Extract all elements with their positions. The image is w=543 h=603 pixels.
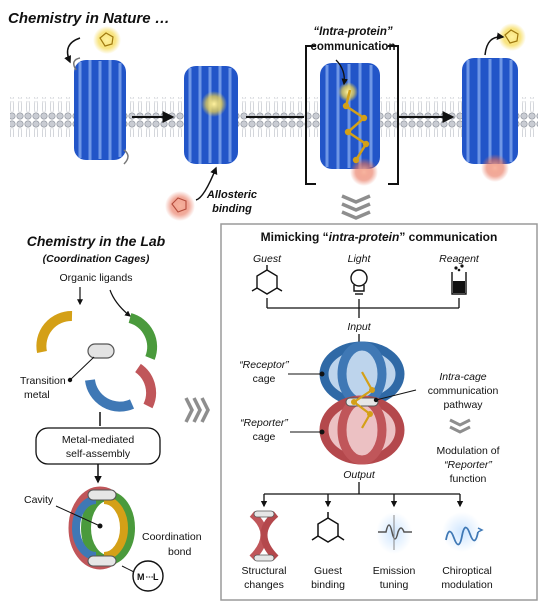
guest-molecule-4 xyxy=(498,23,526,51)
stimulus-reagent-label: Reagent xyxy=(439,253,480,265)
output-3-label-1: Emission xyxy=(373,565,416,577)
guest-molecule-1 xyxy=(93,26,121,54)
stimulus-light-label: Light xyxy=(348,253,372,265)
lab-subtitle: (Coordination Cages) xyxy=(43,253,150,265)
metal-ion xyxy=(87,343,115,359)
receptor-dot xyxy=(319,371,325,377)
intra-arrow xyxy=(335,59,348,86)
output-1-label-2: changes xyxy=(244,579,284,591)
allosteric-molecule-3 xyxy=(350,158,378,186)
mimic-title: Mimicking “intra-protein” communication xyxy=(261,230,498,244)
cavity-label: Cavity xyxy=(24,494,54,506)
nature-title: Chemistry in Nature … xyxy=(8,10,170,27)
coordination-label-2: bond xyxy=(168,546,192,558)
emission-tuning-icon xyxy=(376,512,412,554)
pathway-label-2: communication xyxy=(428,385,499,397)
output-2-label-2: binding xyxy=(311,579,345,591)
coordination-label-1: Coordination xyxy=(142,531,202,543)
modulation-label-3: function xyxy=(450,473,487,485)
allosteric-molecule-4 xyxy=(481,154,509,182)
protein-3 xyxy=(320,63,380,169)
protein-4 xyxy=(462,58,518,164)
small-down-chevrons xyxy=(449,418,471,434)
guest-binding-icon xyxy=(311,512,345,543)
reporter-label-2: cage xyxy=(253,431,276,443)
left-bracket xyxy=(305,45,316,185)
ligand-red xyxy=(134,363,157,409)
guest-molecule-2 xyxy=(201,91,227,117)
bond-l-label: L xyxy=(153,572,159,582)
reagent-beaker-icon xyxy=(451,264,467,295)
ligand-green xyxy=(128,313,158,360)
allosteric-arrow xyxy=(195,166,218,201)
assembly-label-1: Metal-mediated xyxy=(62,434,135,446)
assembly-label-2: self-assembly xyxy=(66,448,131,460)
allosteric-molecule-2 xyxy=(165,191,195,221)
right-chevrons xyxy=(184,397,210,423)
lab-title: Chemistry in the Lab xyxy=(27,233,166,249)
chiroptical-modulation-icon xyxy=(442,512,484,552)
input-label: Input xyxy=(347,321,371,333)
shared-metal-node xyxy=(345,397,379,407)
receptor-label-2: cage xyxy=(253,373,276,385)
transition-metal-label-2: metal xyxy=(24,389,50,401)
organic-ligands-label: Organic ligands xyxy=(60,272,133,284)
stimuli-connector xyxy=(266,298,460,318)
bond-pointer xyxy=(121,565,135,573)
assembled-cage xyxy=(68,486,135,570)
output-4-label-2: modulation xyxy=(441,579,493,591)
intra-label-1: “Intra-protein” xyxy=(313,26,392,38)
output-label: Output xyxy=(343,469,376,481)
stimulus-guest-label: Guest xyxy=(253,253,282,265)
intra-label-2: communication xyxy=(311,41,396,53)
reporter-dot xyxy=(319,429,325,435)
metal-ligand-bond-icon xyxy=(132,560,164,592)
light-bulb-icon xyxy=(350,269,368,295)
modulation-label-2: “Reporter” xyxy=(444,459,492,471)
allosteric-label-1: Allosteric xyxy=(206,189,257,201)
cage-pathway xyxy=(351,371,375,429)
down-chevrons xyxy=(341,194,371,220)
ligand-yellow xyxy=(36,310,73,353)
release-arrow xyxy=(484,32,505,56)
structural-change-icon xyxy=(249,510,279,562)
output-connector xyxy=(260,482,464,508)
guest-molecule-icon xyxy=(251,265,283,295)
ligand-blue xyxy=(85,379,135,412)
cavity-dot xyxy=(97,523,103,529)
metal-pointer xyxy=(69,356,95,381)
protein-1 xyxy=(73,57,129,165)
receptor-label-1: “Receptor” xyxy=(239,359,289,371)
ligand-arrow-2 xyxy=(109,289,131,317)
metal-pointer-dot xyxy=(67,377,73,383)
pathway-dot xyxy=(373,397,379,403)
pathway-label-1: Intra-cage xyxy=(439,371,486,383)
output-4-label-1: Chiroptical xyxy=(442,565,492,577)
right-bracket xyxy=(388,45,399,185)
output-3-label-2: tuning xyxy=(380,579,409,591)
reporter-label-1: “Reporter” xyxy=(240,417,288,429)
transition-metal-label-1: Transition xyxy=(20,375,66,387)
pathway-pointer xyxy=(375,389,417,401)
pathway-label-3: pathway xyxy=(443,399,483,411)
output-1-label-1: Structural xyxy=(242,565,287,577)
bond-m-label: M xyxy=(137,572,145,582)
modulation-label-1: Modulation of xyxy=(436,445,499,457)
cavity-pointer xyxy=(55,505,101,527)
output-2-label-1: Guest xyxy=(314,565,342,577)
allosteric-label-2: binding xyxy=(212,203,252,215)
binding-arrow xyxy=(64,37,81,64)
communication-pathway xyxy=(338,82,370,164)
